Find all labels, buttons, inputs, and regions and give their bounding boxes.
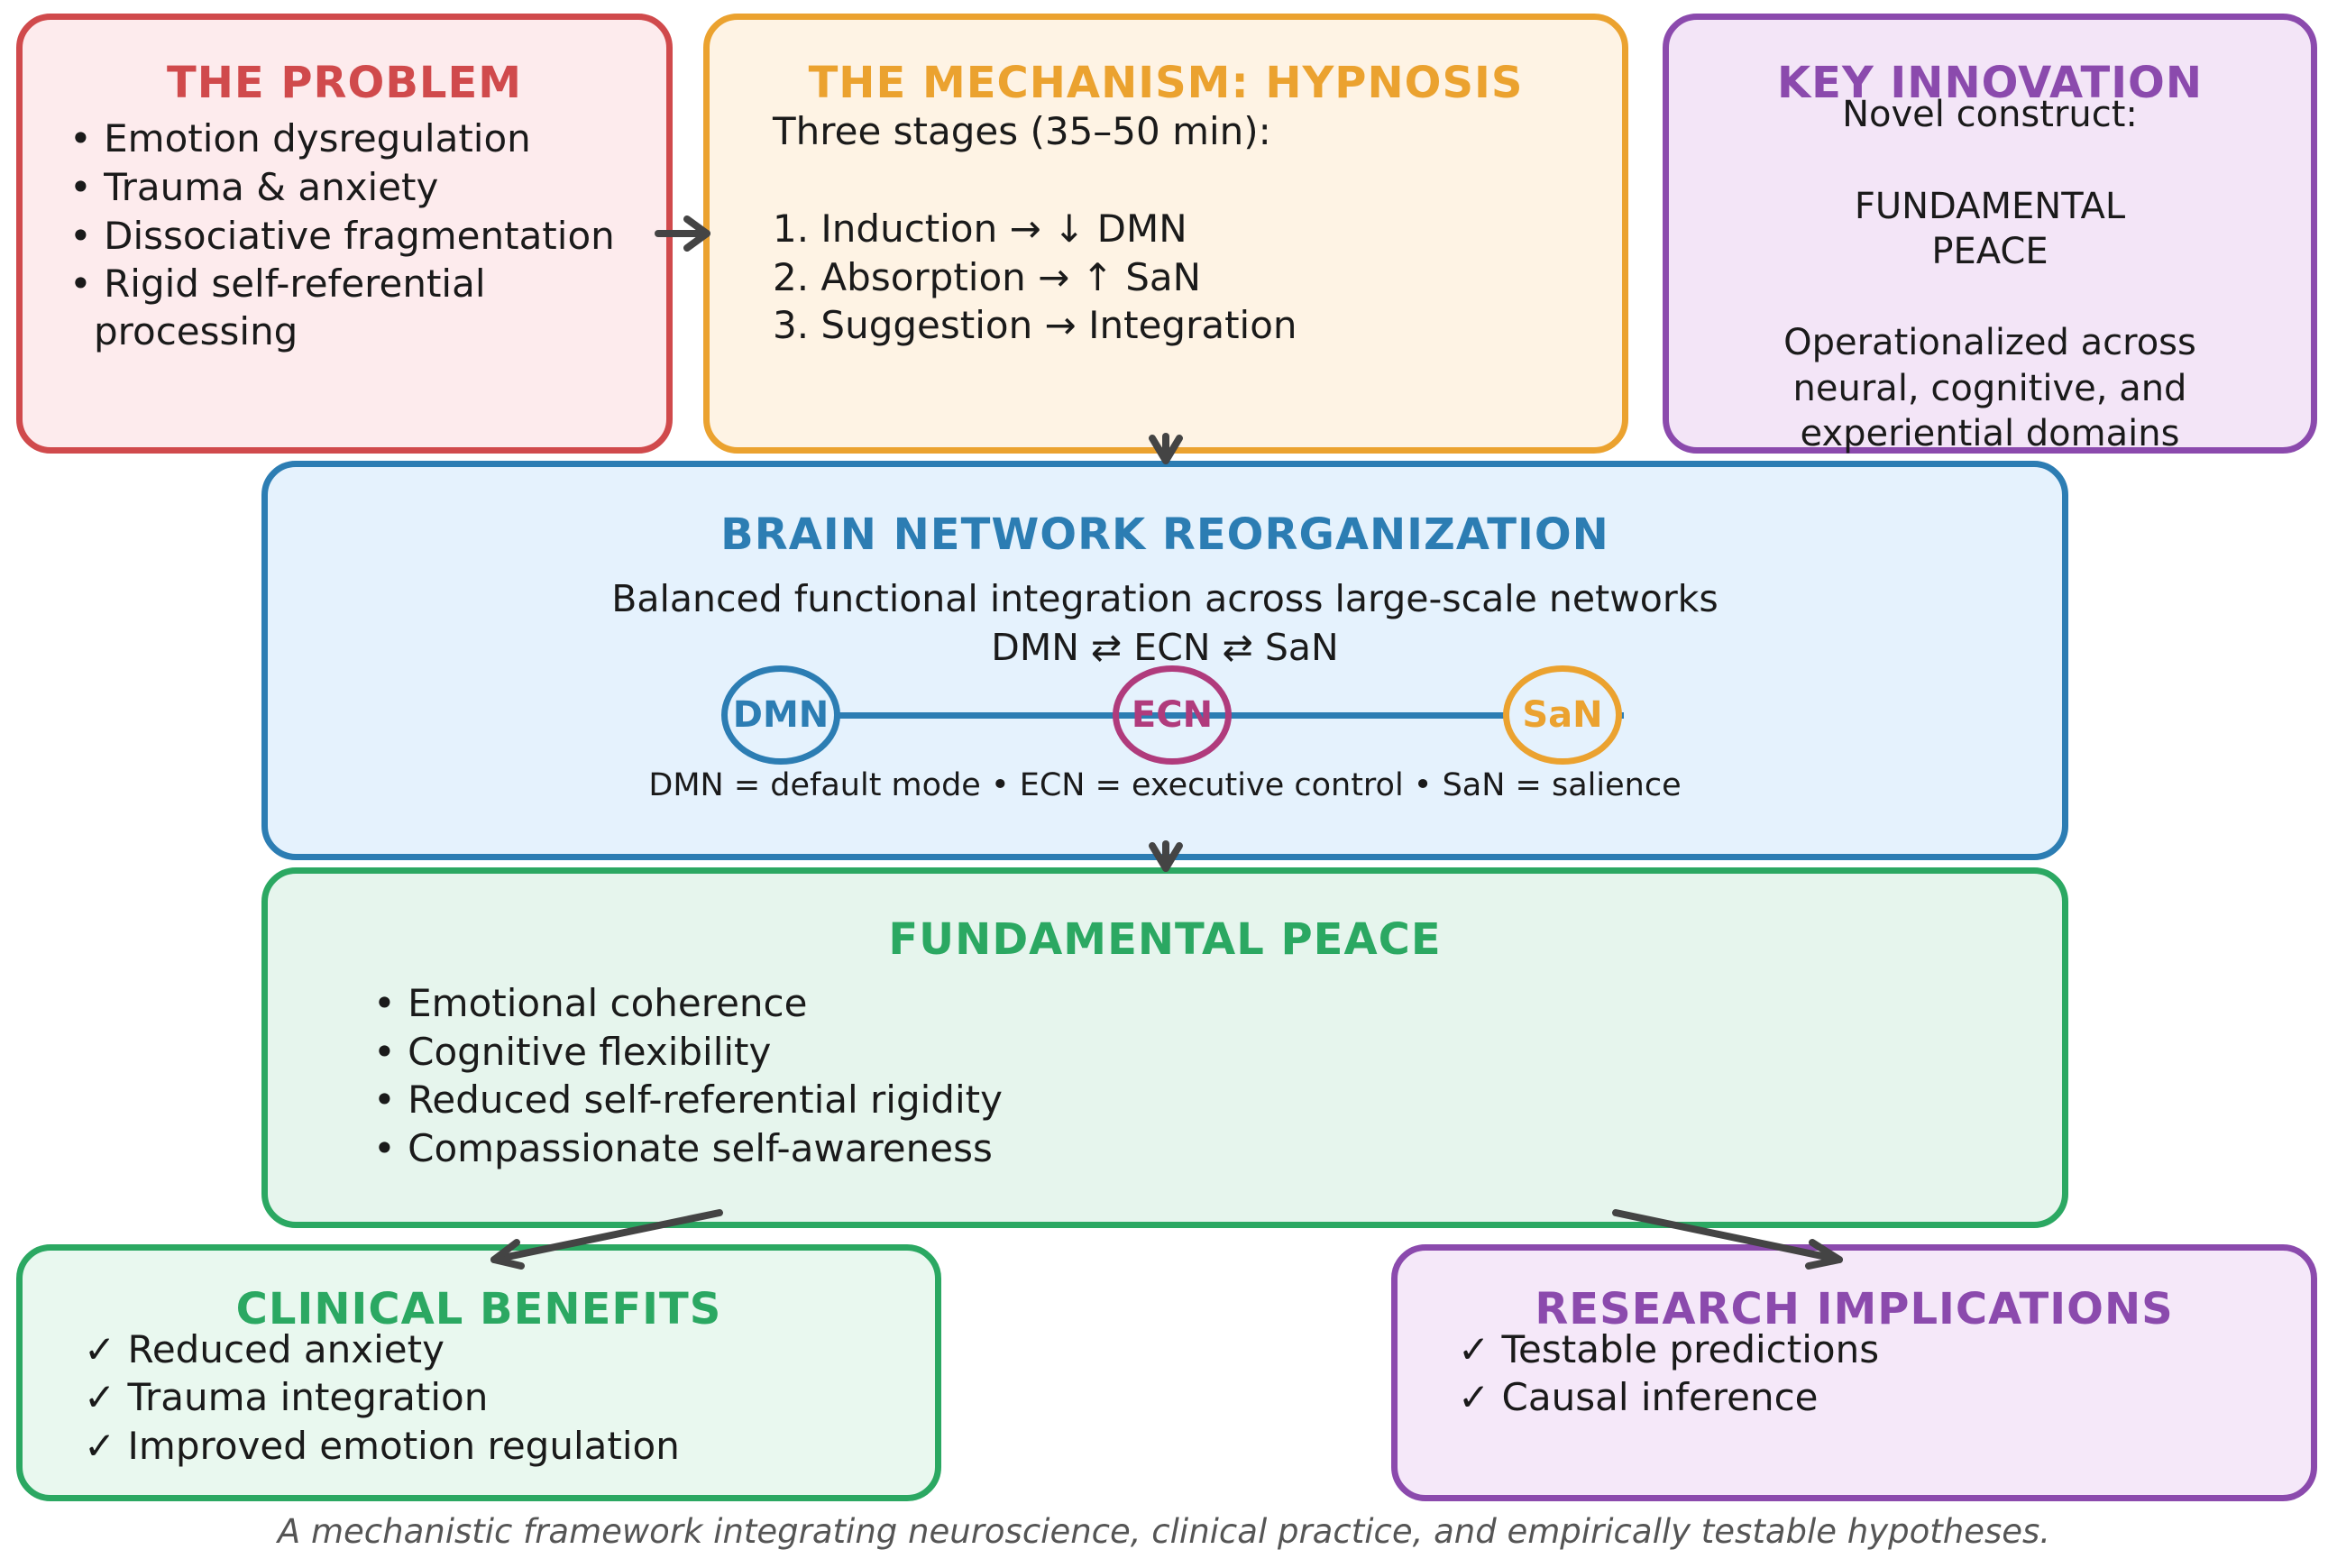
innovation-line: PEACE	[1931, 231, 2048, 272]
node-ecn: ECN	[1113, 665, 1232, 765]
innovation-line: FUNDAMENTAL	[1854, 186, 2126, 227]
problem-item: • Rigid self-referential	[69, 261, 486, 306]
research-item: ✓ Causal inference	[1458, 1375, 1819, 1419]
innovation-line: neural, cognitive, and	[1792, 368, 2187, 409]
problem-item: • Emotion dysregulation	[69, 116, 531, 160]
mechanism-stage: 3. Suggestion → Integration	[773, 303, 1297, 347]
mechanism-title: THE MECHANISM: HYPNOSIS	[808, 58, 1524, 108]
mechanism-box: THE MECHANISM: HYPNOSIS Three stages (35…	[703, 14, 1628, 454]
problem-title: THE PROBLEM	[166, 58, 523, 108]
peace-item: • Reduced self-referential rigidity	[373, 1077, 1003, 1122]
network-connector	[839, 712, 1624, 719]
brain-title: BRAIN NETWORK REORGANIZATION	[720, 509, 1609, 560]
clinical-item: ✓ Trauma integration	[84, 1375, 489, 1419]
peace-title: FUNDAMENTAL PEACE	[888, 914, 1442, 965]
innovation-line: experiential domains	[1800, 413, 2180, 454]
clinical-item: ✓ Improved emotion regulation	[84, 1424, 680, 1468]
innovation-line: Operationalized across	[1783, 322, 2196, 363]
problem-item: • Trauma & anxiety	[69, 165, 439, 209]
peace-item: • Compassionate self-awareness	[373, 1126, 993, 1170]
brain-legend: DMN = default mode • ECN = executive con…	[648, 767, 1682, 803]
node-dmn-label: DMN	[732, 694, 829, 736]
figure-caption: A mechanistic framework integrating neur…	[277, 1512, 2051, 1551]
innovation-line: Novel construct:	[1842, 94, 2138, 135]
problem-item: • Dissociative fragmentation	[69, 214, 615, 258]
research-title: RESEARCH IMPLICATIONS	[1535, 1284, 2174, 1334]
problem-box: THE PROBLEM • Emotion dysregulation • Tr…	[16, 14, 673, 454]
brain-subtitle: Balanced functional integration across l…	[611, 577, 1719, 620]
innovation-title: KEY INNOVATION	[1776, 58, 2204, 108]
clinical-title: CLINICAL BENEFITS	[235, 1284, 722, 1334]
peace-item: • Emotional coherence	[373, 981, 808, 1025]
mechanism-intro: Three stages (35–50 min):	[773, 109, 1271, 153]
clinical-item: ✓ Reduced anxiety	[84, 1327, 445, 1371]
fundamental-peace-box: FUNDAMENTAL PEACE • Emotional coherence …	[261, 867, 2068, 1228]
peace-item: • Cognitive flexibility	[373, 1030, 772, 1074]
mechanism-stage: 2. Absorption → ↑ SaN	[773, 255, 1202, 299]
problem-item-continuation: processing	[94, 309, 298, 353]
brain-network-box: BRAIN NETWORK REORGANIZATION Balanced fu…	[261, 461, 2068, 860]
node-san-label: SaN	[1522, 694, 1603, 736]
node-ecn-label: ECN	[1131, 694, 1214, 736]
mechanism-stage: 1. Induction → ↓ DMN	[773, 206, 1187, 251]
brain-networks-line: DMN ⇄ ECN ⇄ SaN	[991, 626, 1339, 669]
research-item: ✓ Testable predictions	[1458, 1327, 1880, 1371]
research-implications-box: RESEARCH IMPLICATIONS ✓ Testable predict…	[1391, 1244, 2317, 1501]
clinical-benefits-box: CLINICAL BENEFITS ✓ Reduced anxiety ✓ Tr…	[16, 1244, 941, 1501]
node-dmn: DMN	[721, 665, 840, 765]
node-san: SaN	[1503, 665, 1622, 765]
innovation-box: KEY INNOVATION Novel construct: FUNDAMEN…	[1663, 14, 2317, 454]
